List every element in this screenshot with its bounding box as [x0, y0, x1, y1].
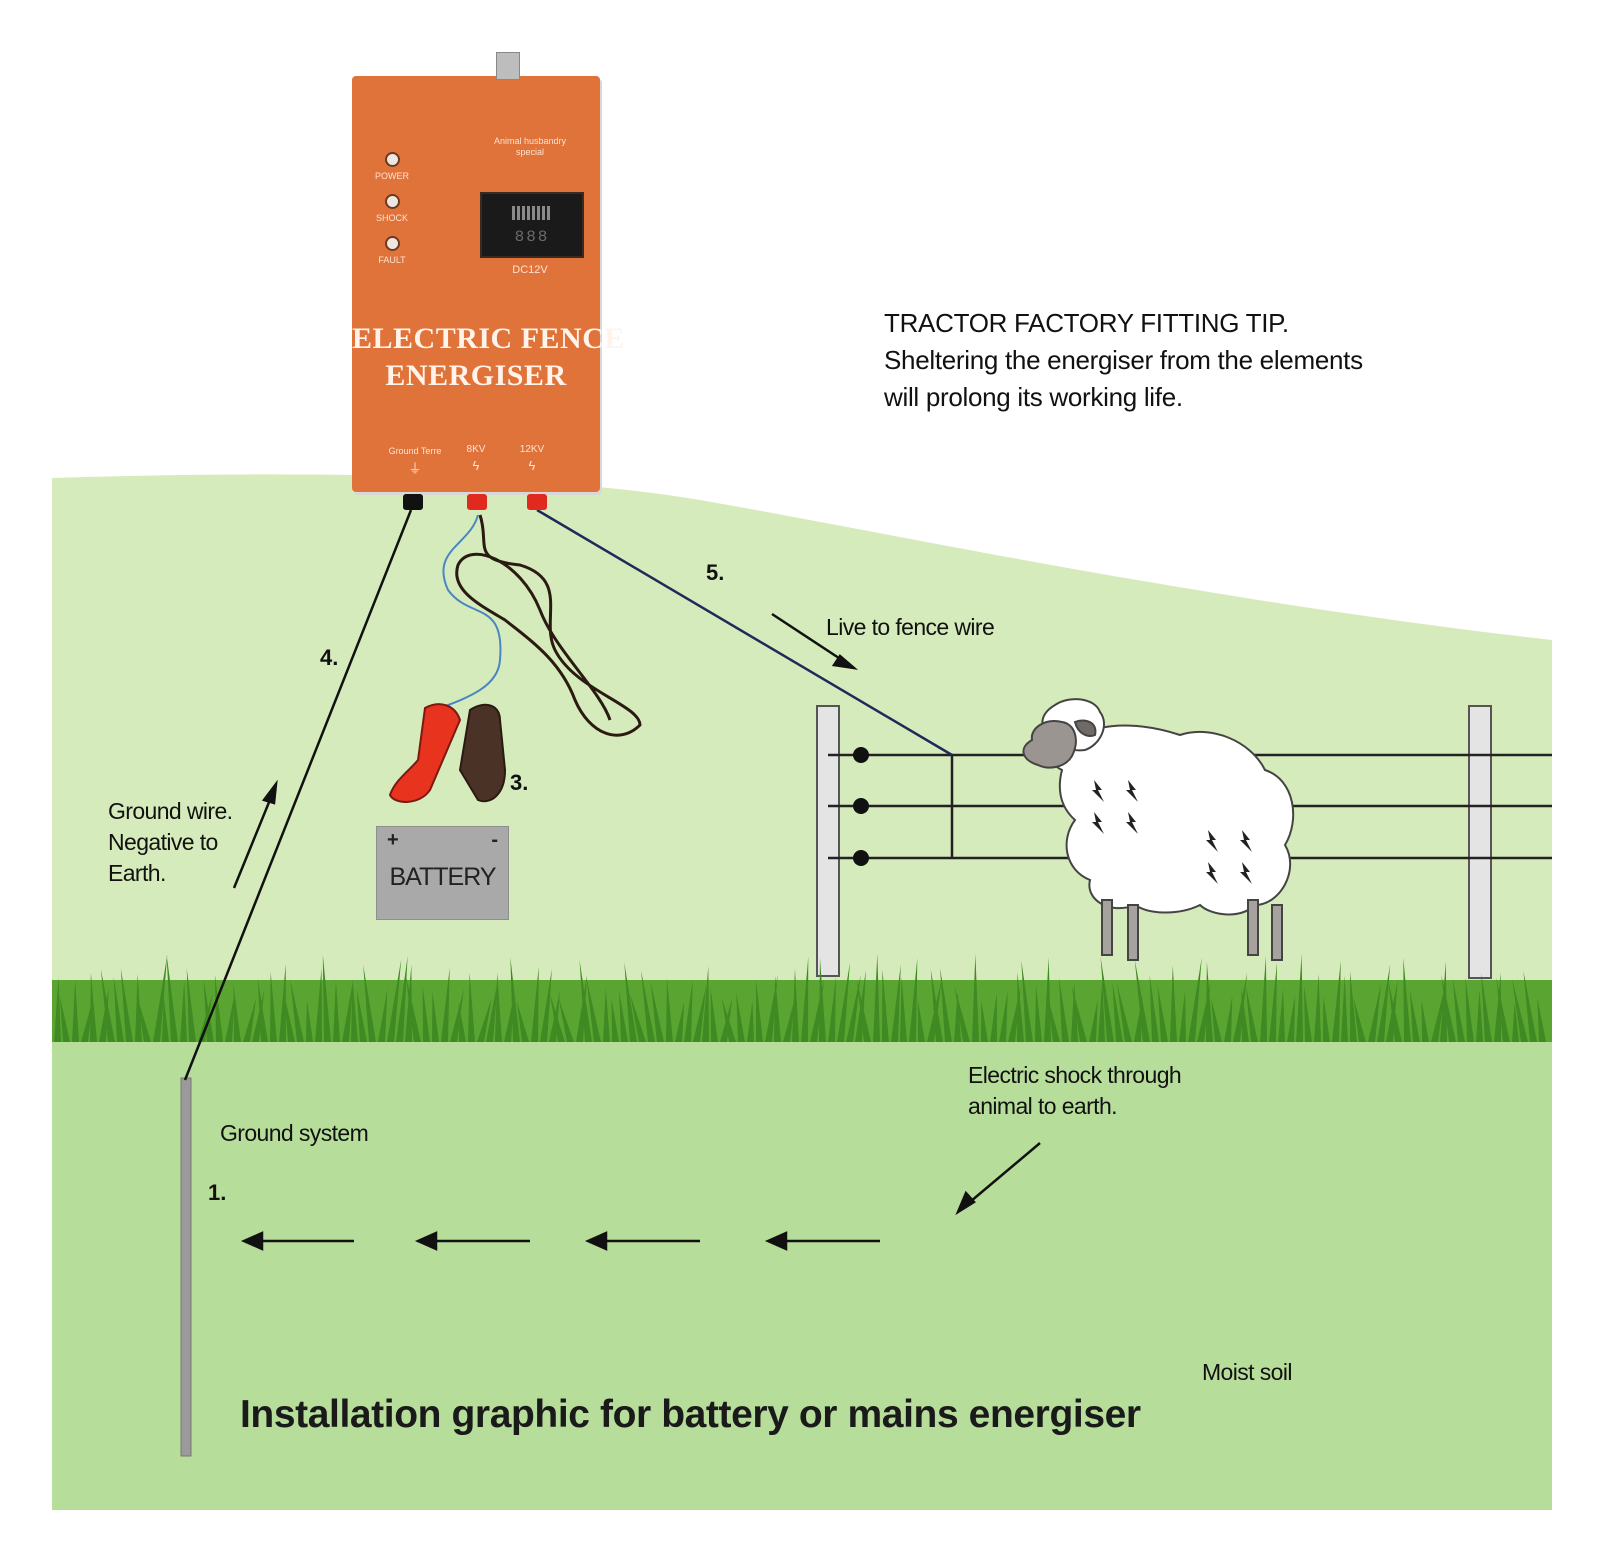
terminal-ground [403, 494, 423, 510]
step-5-label: 5. [706, 560, 725, 585]
electric-shock-line2: animal to earth. [968, 1093, 1118, 1119]
ground-rod [180, 1077, 192, 1457]
moist-soil-label: Moist soil [1202, 1359, 1292, 1385]
terminal-label-8kv: 8KV [466, 444, 486, 455]
shock-indicator-label: SHOCK [375, 213, 408, 223]
fault-indicator-label: FAULT [378, 255, 406, 265]
terminal-label-ground: Ground Terre [388, 446, 442, 456]
battery-lead-blue [429, 514, 502, 713]
electric-shock-label: Electric shock through animal to earth. [968, 1060, 1182, 1122]
power-indicator-label: POWER [374, 171, 409, 181]
tip-heading: TRACTOR FACTORY FITTING TIP. [884, 308, 1289, 338]
ground-wire-line3: Earth. [108, 860, 166, 886]
battery-label: BATTERY [389, 863, 497, 891]
shock-indicator-icon [385, 194, 400, 209]
fitting-tip: TRACTOR FACTORY FITTING TIP. Sheltering … [884, 305, 1363, 416]
battery: + - BATTERY [376, 826, 509, 920]
digital-display: 888 [480, 192, 584, 258]
power-indicator-icon [385, 152, 400, 167]
terminal-8kv [467, 494, 487, 510]
fence-post-right [1468, 705, 1492, 979]
energiser-knob [496, 52, 520, 80]
installation-caption: Installation graphic for battery or main… [240, 1393, 1141, 1436]
ground-symbol-icon: ⏚ [408, 461, 422, 476]
tip-line2: will prolong its working life. [884, 382, 1183, 412]
energiser-title-line2: ENERGISER [385, 359, 567, 392]
ground-wire [183, 509, 413, 1081]
display-bar-graph [512, 206, 552, 220]
clip-black [458, 703, 507, 803]
sheep [1022, 698, 1295, 961]
fence-post-left [816, 705, 840, 977]
step-3-label: 3. [510, 770, 529, 795]
grass-strip [52, 953, 1552, 1042]
ground-wire-line1: Ground wire. [108, 798, 233, 824]
insulator-middle [853, 798, 869, 814]
bolt-12kv-icon: ϟ [528, 458, 536, 473]
display-digits: 888 [514, 228, 550, 246]
voltage-label: DC12V [512, 264, 548, 276]
battery-plus: + [387, 829, 399, 851]
live-wire [536, 508, 953, 757]
fault-indicator-icon [385, 236, 400, 251]
clip-red [388, 703, 462, 803]
energiser-title: ELECTRIC FENCE ENERGISER [352, 320, 625, 394]
insulator-top [853, 747, 869, 763]
step-1-label: 1. [208, 1180, 227, 1205]
insulator-bottom [853, 850, 869, 866]
power-cable-coil [455, 514, 642, 737]
live-to-fence-label: Live to fence wire [826, 614, 995, 640]
energiser-title-line1: ELECTRIC FENCE [352, 322, 625, 355]
ground-wire-line2: Negative to [108, 829, 218, 855]
terminal-label-12kv: 12KV [519, 444, 545, 455]
ground-wire-label: Ground wire. Negative to Earth. [108, 796, 233, 889]
bolt-8kv-icon: ϟ [472, 458, 480, 473]
step-4-label: 4. [320, 645, 339, 670]
ground-system-label: Ground system [220, 1120, 369, 1146]
battery-minus: - [491, 829, 498, 851]
tip-line1: Sheltering the energiser from the elemen… [884, 345, 1363, 375]
arrows [232, 612, 1041, 1251]
brand-note: Animal husbandry special [493, 136, 567, 157]
electric-shock-line1: Electric shock through [968, 1062, 1182, 1088]
energiser-unit: Animal husbandry special POWER SHOCK FAU… [352, 52, 625, 510]
shock-bolts [1092, 780, 1252, 884]
terminal-12kv [527, 494, 547, 510]
moist-soil-area [52, 1040, 1552, 1510]
